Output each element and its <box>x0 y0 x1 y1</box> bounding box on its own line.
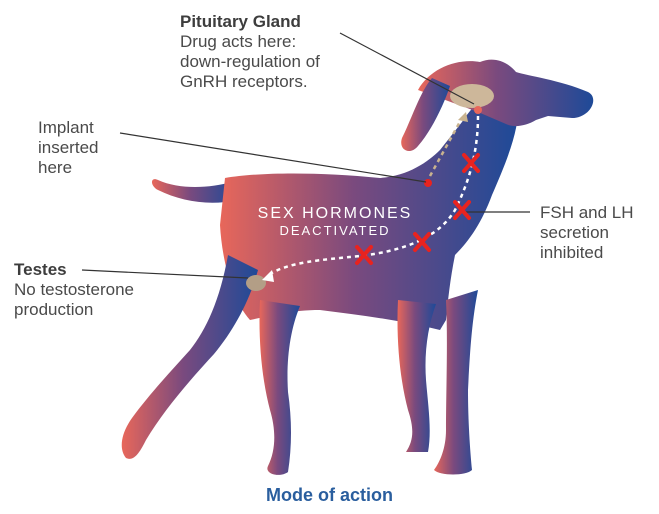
implant-point <box>424 179 432 187</box>
implant-line-1: Implant <box>38 118 98 138</box>
pituitary-desc-2: down-regulation of <box>180 52 320 72</box>
testes-title: Testes <box>14 260 134 280</box>
dog-rear-leg-front <box>259 300 300 475</box>
dog-front-leg-back <box>397 300 436 452</box>
arrowhead-pituitary <box>458 112 468 122</box>
testes-desc-2: production <box>14 300 134 320</box>
implant-line-3: here <box>38 158 98 178</box>
hormones-line1: SEX HORMONES <box>258 205 413 222</box>
pituitary-label: Pituitary Gland Drug acts here: down-reg… <box>180 12 320 92</box>
dog-silhouette <box>122 60 593 475</box>
testes-desc-1: No testosterone <box>14 280 134 300</box>
dog-rear-leg-back <box>122 255 258 459</box>
pituitary-gland <box>450 84 494 108</box>
implant-line-2: inserted <box>38 138 98 158</box>
pituitary-desc-3: GnRH receptors. <box>180 72 320 92</box>
dog-ear <box>401 78 450 151</box>
pituitary-title: Pituitary Gland <box>180 12 320 32</box>
fsh-line-1: FSH and LH <box>540 203 634 223</box>
caption: Mode of action <box>0 485 659 506</box>
testes <box>246 275 266 291</box>
fsh-line-3: inhibited <box>540 243 634 263</box>
hormones-line2: DEACTIVATED <box>279 223 390 238</box>
fsh-line-2: secretion <box>540 223 634 243</box>
fsh-label: FSH and LH secretion inhibited <box>540 203 634 263</box>
implant-label: Implant inserted here <box>38 118 98 178</box>
testes-label: Testes No testosterone production <box>14 260 134 320</box>
pituitary-desc-1: Drug acts here: <box>180 32 320 52</box>
pituitary-point <box>474 106 482 114</box>
